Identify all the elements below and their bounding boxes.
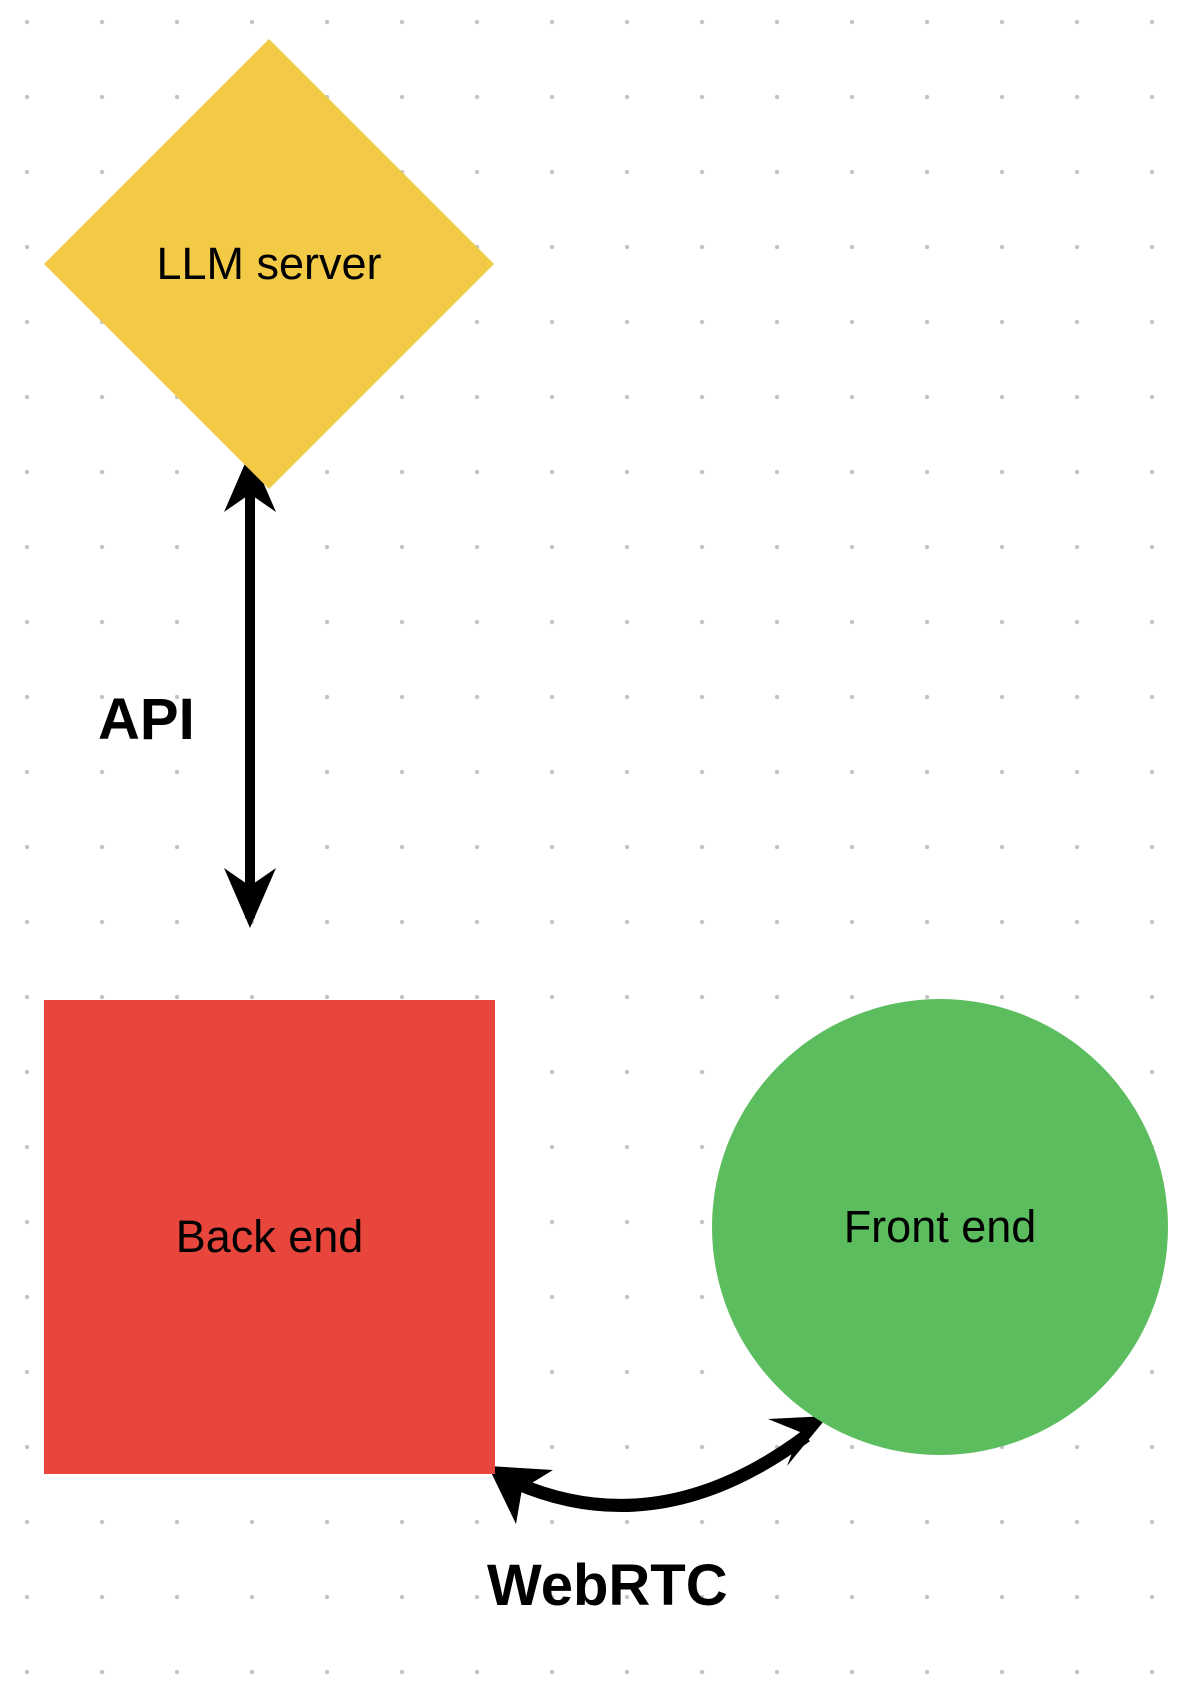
node-llm-server-label: LLM server <box>156 238 382 290</box>
node-back-end[interactable]: Back end <box>44 1000 495 1474</box>
node-back-end-label: Back end <box>175 1211 364 1263</box>
edge-label-api: API <box>98 687 195 752</box>
edge-webrtc <box>488 1416 828 1524</box>
edge-webrtc-arrowhead-right <box>768 1416 828 1466</box>
node-front-end[interactable]: Front end <box>712 999 1168 1455</box>
node-llm-server[interactable]: LLM server <box>44 39 494 489</box>
node-front-end-label: Front end <box>843 1201 1037 1253</box>
edge-label-webrtc: WebRTC <box>487 1553 728 1618</box>
edge-webrtc-curve <box>513 1430 810 1512</box>
edge-webrtc-arrowhead-left <box>488 1466 553 1524</box>
edge-api-arrowhead-bottom <box>224 868 276 928</box>
edge-api <box>224 452 276 928</box>
